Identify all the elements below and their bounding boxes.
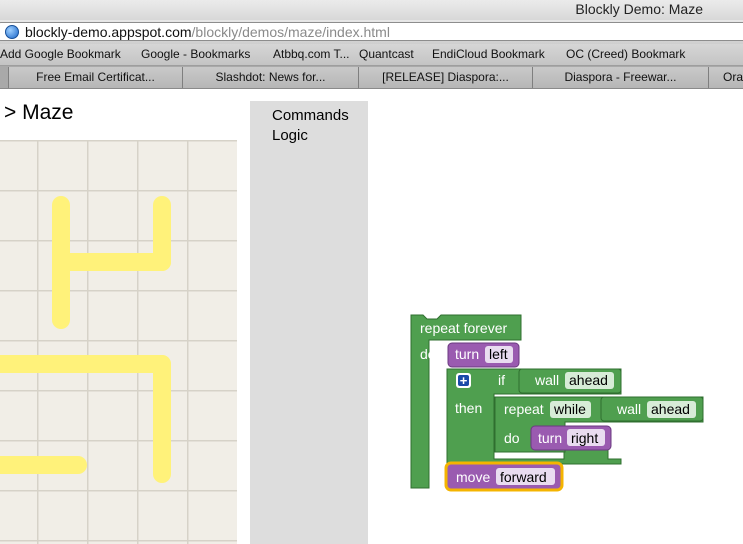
svg-text:ahead: ahead bbox=[651, 401, 690, 417]
maze-path bbox=[0, 196, 171, 483]
window-titlebar: Blockly Demo: Maze bbox=[0, 0, 743, 20]
browser-tab[interactable]: Diaspora - Freewar... bbox=[532, 67, 708, 88]
loop-mode-dropdown[interactable] bbox=[550, 401, 591, 418]
browser-tab[interactable]: Ora bbox=[708, 67, 743, 88]
svg-text:left: left bbox=[489, 346, 508, 362]
bookmark-item[interactable]: EndiCloud Bookmark bbox=[432, 47, 545, 61]
repeat-forever-block[interactable]: repeat forever do bbox=[410, 314, 522, 489]
svg-text:do: do bbox=[420, 346, 436, 362]
wall-ahead-block[interactable]: wall ahead bbox=[518, 368, 622, 394]
svg-text:if: if bbox=[498, 372, 505, 388]
svg-text:forward: forward bbox=[500, 469, 547, 485]
blocks-workspace[interactable]: repeat forever do turn left + if then wa… bbox=[368, 101, 743, 544]
svg-text:while: while bbox=[553, 401, 586, 417]
svg-text:wall: wall bbox=[534, 372, 559, 388]
url-text[interactable]: blockly-demo.appspot.com/blockly/demos/m… bbox=[25, 24, 390, 40]
bookmark-item[interactable]: Quantcast bbox=[359, 47, 414, 61]
browser-tab[interactable]: [RELEASE] Diaspora:... bbox=[358, 67, 532, 88]
svg-text:+: + bbox=[460, 373, 468, 388]
globe-icon bbox=[5, 25, 19, 39]
svg-text:turn: turn bbox=[538, 430, 562, 446]
turn-right-block[interactable]: turn right bbox=[530, 425, 612, 451]
svg-text:wall: wall bbox=[616, 401, 641, 417]
turn-left-block[interactable]: turn left bbox=[447, 342, 520, 368]
bookmark-item[interactable]: OC (Creed) Bookmark bbox=[566, 47, 686, 61]
maze-board bbox=[0, 140, 237, 544]
bookmark-item[interactable]: Add Google Bookmark bbox=[0, 47, 121, 61]
bookmark-item[interactable]: Google - Bookmarks bbox=[141, 47, 251, 61]
toolbox-category-commands[interactable]: Commands bbox=[272, 107, 349, 124]
svg-text:then: then bbox=[455, 400, 482, 416]
sensor-dropdown[interactable] bbox=[565, 372, 614, 389]
bookmarks-bar: Add Google Bookmark Google - Bookmarks A… bbox=[0, 44, 743, 66]
svg-text:right: right bbox=[571, 430, 598, 446]
svg-text:turn: turn bbox=[455, 346, 479, 362]
svg-text:do: do bbox=[504, 430, 520, 446]
address-bar: blockly-demo.appspot.com/blockly/demos/m… bbox=[0, 20, 743, 44]
window-title: Blockly Demo: Maze bbox=[575, 1, 703, 17]
svg-text:repeat: repeat bbox=[504, 401, 544, 417]
move-dropdown[interactable] bbox=[496, 468, 555, 485]
tab-bar: Free Email Certificat... Slashdot: News … bbox=[0, 66, 743, 89]
browser-tab[interactable]: Free Email Certificat... bbox=[8, 67, 182, 88]
direction-dropdown[interactable] bbox=[485, 346, 513, 363]
sensor-dropdown[interactable] bbox=[647, 401, 696, 418]
move-forward-block[interactable]: move forward bbox=[444, 461, 564, 492]
svg-text:ahead: ahead bbox=[569, 372, 608, 388]
svg-text:move: move bbox=[456, 469, 490, 485]
url-field[interactable]: blockly-demo.appspot.com/blockly/demos/m… bbox=[0, 22, 743, 41]
page-title: > Maze bbox=[4, 101, 74, 124]
svg-text:repeat forever: repeat forever bbox=[420, 320, 507, 336]
bookmark-item[interactable]: Atbbq.com T... bbox=[273, 47, 350, 61]
toolbox-category-logic[interactable]: Logic bbox=[272, 127, 308, 144]
toolbox: Commands Logic bbox=[250, 101, 368, 544]
browser-tab[interactable]: Slashdot: News for... bbox=[182, 67, 358, 88]
direction-dropdown[interactable] bbox=[567, 429, 605, 446]
wall-ahead-block[interactable]: wall ahead bbox=[600, 396, 704, 422]
